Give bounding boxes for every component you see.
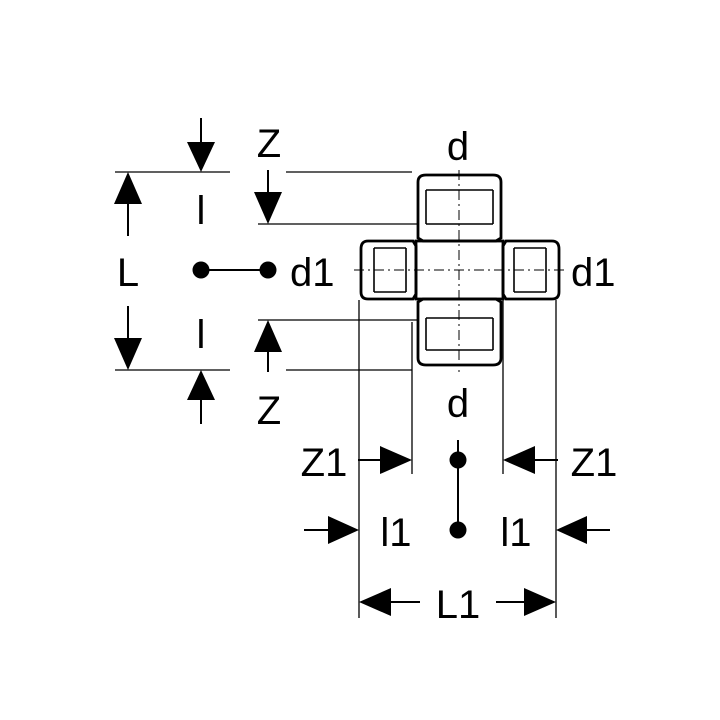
label-z1-left: Z1 [301,441,348,485]
label-l1-right: l1 [500,511,531,555]
z1-left-arrow-right [380,446,412,474]
bottom-socket-outline [416,297,503,367]
right-socket-outline [501,239,561,301]
label-l1-left: l1 [380,511,411,555]
label-d1-right: d1 [571,251,616,295]
l-center-dot [192,261,210,279]
dimension-Z [254,170,282,372]
label-z1-right: Z1 [571,441,618,485]
center-lines [354,170,566,372]
dimension-L [114,172,142,370]
dimension-L1 [359,588,556,616]
L-arrow-up [114,172,142,204]
l-top-arrow-down [187,142,215,172]
dimension-Z1 [358,446,558,474]
l-bottom-arrow-up [187,370,215,400]
extension-lines [115,171,557,618]
z-top-arrow-down [254,192,282,224]
dimension-l [187,118,268,424]
label-z-bottom: Z [257,389,281,433]
z-bottom-arrow-up [254,320,282,352]
l1-center-dot [449,521,467,539]
left-socket-outline [359,239,418,301]
L1-arrow-right [524,588,556,616]
label-L: L [117,251,139,295]
top-socket-outline [416,173,503,243]
z-center-dot [259,261,277,279]
z1-right-arrow-left [503,446,535,474]
dimension-labels: Z l L l Z d d d1 d1 Z1 Z1 l1 l1 L1 [117,122,617,627]
label-d1-left: d1 [290,251,335,295]
label-L1: L1 [436,583,481,627]
L-arrow-down [114,338,142,370]
label-d-top: d [447,125,469,169]
label-d-bottom: d [447,382,469,426]
label-l-bottom: l [197,313,206,357]
label-z-top: Z [257,122,281,166]
label-l-top: l [197,189,206,233]
l1-left-arrow-right [328,516,359,544]
dimension-l1 [304,440,610,544]
L1-arrow-left [359,588,391,616]
l1-right-arrow-left [556,516,587,544]
